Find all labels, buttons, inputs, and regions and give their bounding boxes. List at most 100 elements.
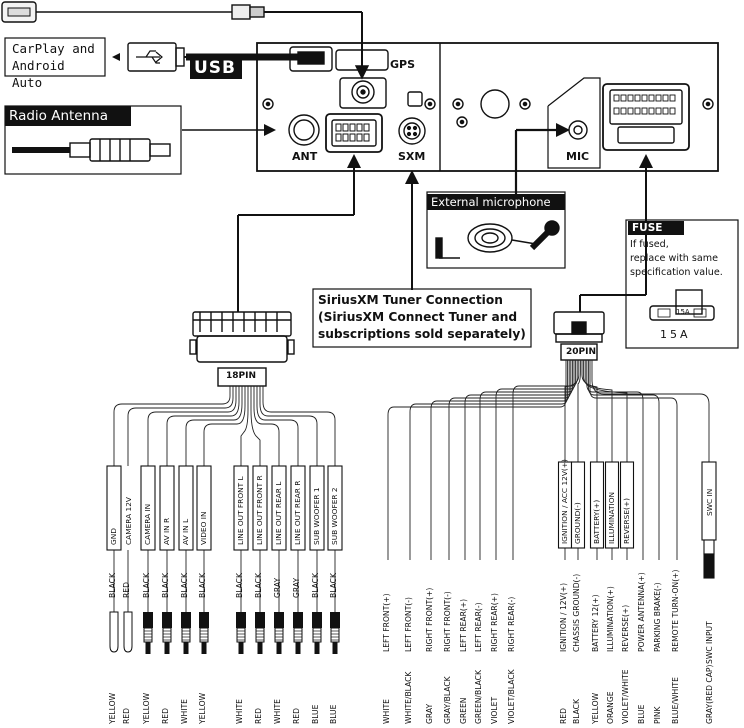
- pin20-function-12: REVERSE(+): [621, 604, 630, 652]
- gps-jack-label: GPS: [390, 58, 416, 71]
- pin20-function-5: LEFT REAR(-): [474, 602, 483, 652]
- usb-device-label: CarPlay and Android Auto: [12, 40, 102, 91]
- usb-label: USB: [194, 58, 237, 78]
- pin18-wire-color-7: BLACK: [254, 573, 263, 598]
- pin20-color-15: BLUE/WHITE: [671, 677, 680, 724]
- pin20-wire: [387, 360, 567, 560]
- siriusxm-line1: SiriusXM Tuner Connection: [318, 293, 503, 307]
- pin20-tag-box: [570, 461, 586, 549]
- pin20-function-1: LEFT FRONT(-): [404, 597, 413, 652]
- pin18-tag-6: LINE OUT FRONT L: [236, 476, 245, 545]
- rca-plug-icon: [199, 612, 209, 654]
- fuse-line1: If fused,: [630, 239, 669, 250]
- pin18-wire-color-8: GRAY: [273, 577, 282, 598]
- pin18-terminal-icon: [123, 611, 133, 653]
- rca-plug-icon: [143, 612, 153, 654]
- swc-plug-icon: [701, 461, 717, 579]
- siriusxm-label: SiriusXM Tuner Connection (SiriusXM Conn…: [318, 292, 526, 343]
- pin18-plug-color-2: YELLOW: [142, 692, 151, 724]
- pin18-tag-1: CAMERA 12V: [124, 497, 133, 545]
- pin20-function-8: IGNITION / 12V(+): [559, 582, 568, 652]
- siriusxm-line2: (SiriusXM Connect Tuner and: [318, 310, 518, 324]
- connector-18pin-icon: [189, 311, 295, 387]
- swc-wire: [591, 360, 710, 462]
- pin18-tag-0: GND: [109, 528, 118, 545]
- pin18-plug-color-7: RED: [254, 708, 263, 724]
- pin20-function-13: POWER ANTENNA(+): [637, 572, 646, 652]
- usb-device-line2: Android Auto: [12, 58, 65, 90]
- pin20-wire: [584, 360, 628, 462]
- fuse-line3: specification value.: [630, 267, 723, 278]
- pin18-wire-color-2: BLACK: [142, 573, 151, 598]
- fuse-text: If fused, replace with same specificatio…: [630, 238, 723, 280]
- pin18-wire-color-4: BLACK: [180, 573, 189, 598]
- pin18-plug-color-5: YELLOW: [198, 692, 207, 724]
- pin20-wire: [564, 360, 580, 462]
- pin18-wire-color-10: BLACK: [311, 573, 320, 598]
- usb-device-line1: CarPlay and: [12, 41, 95, 56]
- pin20-color-11: ORANGE: [606, 691, 615, 724]
- pin20-color-2: GRAY: [425, 703, 434, 724]
- pin18-wire-color-3: BLACK: [161, 573, 170, 598]
- siriusxm-line3: subscriptions sold separately): [318, 327, 526, 341]
- pin20-function-4: LEFT REAR(+): [459, 598, 468, 652]
- pin20-color-14: PINK: [653, 706, 662, 724]
- pin20-tag-box: [604, 461, 620, 549]
- pin20-label: 20PIN: [566, 347, 597, 357]
- pin20-wire: [586, 360, 644, 560]
- pin20-color-4: GREEN: [459, 697, 468, 724]
- pin18-tag-2: CAMERA IN: [143, 503, 152, 545]
- pin18-wire-color-6: BLACK: [235, 573, 244, 598]
- pin20-color-0: WHITE: [382, 699, 391, 724]
- pin20-color-3: GRAY/BLACK: [443, 676, 452, 724]
- pin18-wire-color-9: GRAY: [292, 577, 301, 598]
- pin20-tag-11: ILLUMINATION: [607, 491, 616, 544]
- pin20-tag-12: REVERSE(+): [622, 498, 631, 544]
- pin18-tag-8: LINE OUT REAR L: [274, 481, 283, 545]
- pin20-wire: [448, 360, 572, 560]
- pin20-color-12: VIOLET/WHITE: [621, 669, 630, 724]
- pin20-function-3: RIGHT FRONT(-): [443, 591, 452, 652]
- pin20-function-14: PARKING BRAKE(-): [653, 582, 662, 652]
- microphone-icon: [435, 220, 560, 259]
- pin18-wire-color-1: RED: [122, 582, 131, 598]
- swc-color: GRAY(RED CAP): [705, 664, 714, 724]
- radio-antenna-label: Radio Antenna: [5, 106, 131, 126]
- pin20-tag-box: [619, 461, 635, 549]
- pin18-tag-5: VIDEO IN: [199, 511, 208, 545]
- pin20-color-10: YELLOW: [591, 692, 600, 724]
- pin20-tag-8: IGNITION / ACC 12V(+): [560, 459, 569, 544]
- pin20-color-1: WHITE/BLACK: [404, 671, 413, 724]
- pin18-tag-9: LINE OUT REAR R: [293, 480, 302, 545]
- pin18-tag-11: SUB WOOFER 2: [330, 487, 339, 545]
- pin18-plug-color-1: RED: [122, 708, 131, 724]
- mic-jack-label: MIC: [566, 150, 590, 163]
- pin18-tag-4: AV IN L: [181, 518, 190, 545]
- fuse-line2: replace with same: [630, 253, 719, 264]
- pin20-color-13: BLUE: [637, 704, 646, 724]
- pin18-plug-color-3: RED: [161, 708, 170, 724]
- pin20-tag-box: [589, 461, 605, 549]
- fuse-marking: 15A: [676, 308, 690, 316]
- pin18-label: 18PIN: [226, 371, 257, 381]
- pin18-tag-7: LINE OUT FRONT R: [255, 475, 264, 545]
- gps-antenna-icon: [1, 1, 370, 80]
- rca-plug-icon: [162, 612, 172, 654]
- pin18-wire-color-5: BLACK: [198, 573, 207, 598]
- pin20-tag-10: BATTERY(+): [592, 499, 601, 544]
- rca-plug-icon: [236, 612, 246, 654]
- pin18-tag-10: SUB WOOFER 1: [312, 487, 321, 545]
- pin18-wire-color-11: BLACK: [329, 573, 338, 598]
- rca-plug-icon: [274, 612, 284, 654]
- pin18-plug-color-4: WHITE: [180, 699, 189, 724]
- pin20-wire: [583, 360, 613, 462]
- pin20-wire: [430, 360, 570, 560]
- pin18-plug-color-0: YELLOW: [108, 692, 117, 724]
- pin18-plug-color-10: BLUE: [311, 704, 320, 724]
- pin20-function-11: ILLUMINATION(+): [606, 586, 615, 652]
- ant-jack-label: ANT: [292, 150, 318, 163]
- pin20-function-0: LEFT FRONT(+): [382, 593, 391, 652]
- pin18-plug-color-11: BLUE: [329, 704, 338, 724]
- pin20-color-6: VIOLET: [490, 696, 499, 724]
